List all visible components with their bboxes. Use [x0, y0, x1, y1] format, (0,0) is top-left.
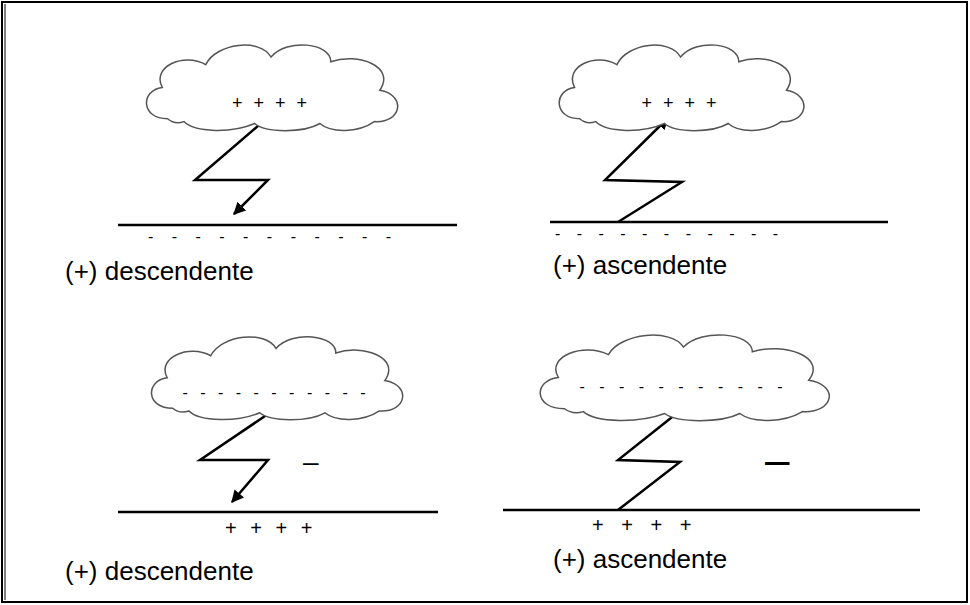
- panel-caption: (+) ascendente: [553, 546, 727, 572]
- charged-cloud: - - - - - - - - - - -: [140, 330, 412, 422]
- charge-sign: + + + +: [225, 518, 316, 538]
- panel-caption: (+) descendente: [65, 558, 254, 584]
- panel-caption: (+) descendente: [65, 258, 254, 284]
- ground-line: [118, 224, 457, 227]
- cloud-outline: [140, 330, 412, 422]
- cloud-outline: [135, 38, 407, 133]
- charge-sign: - - - - - - - - - - -: [555, 226, 784, 242]
- charge-sign: + + + +: [548, 94, 813, 112]
- charged-cloud: + + + +: [548, 38, 813, 133]
- frame-border: [5, 4, 6, 600]
- charge-sign: - - - - - - - - - - -: [527, 379, 840, 395]
- cloud-outline: [147, 45, 398, 131]
- ground-line: [550, 221, 888, 224]
- lightning-bolt: [195, 120, 268, 214]
- charged-cloud: - - - - - - - - - - -: [527, 328, 840, 423]
- charge-sign: –: [303, 448, 319, 476]
- cloud-outline: [548, 38, 813, 133]
- ground-line: [118, 511, 438, 514]
- charge-sign: - - - - - - - - - - -: [140, 385, 412, 401]
- charge-sign: + + + +: [135, 94, 407, 112]
- charge-sign: + + + +: [592, 515, 697, 535]
- lightning-bolt: [200, 414, 268, 502]
- cloud-outline: [527, 328, 840, 423]
- lightning-bolt: [618, 406, 686, 510]
- lightning-bolt: [605, 118, 682, 222]
- panel-caption: (+) ascendente: [553, 252, 727, 278]
- charge-sign: –: [765, 438, 789, 482]
- charge-sign: - - - - - - - - - - -: [148, 229, 398, 245]
- cloud-outline: [152, 337, 403, 420]
- cloud-outline: [559, 45, 804, 131]
- charged-cloud: + + + +: [135, 38, 407, 133]
- ground-line: [503, 509, 920, 512]
- cloud-outline: [540, 335, 829, 421]
